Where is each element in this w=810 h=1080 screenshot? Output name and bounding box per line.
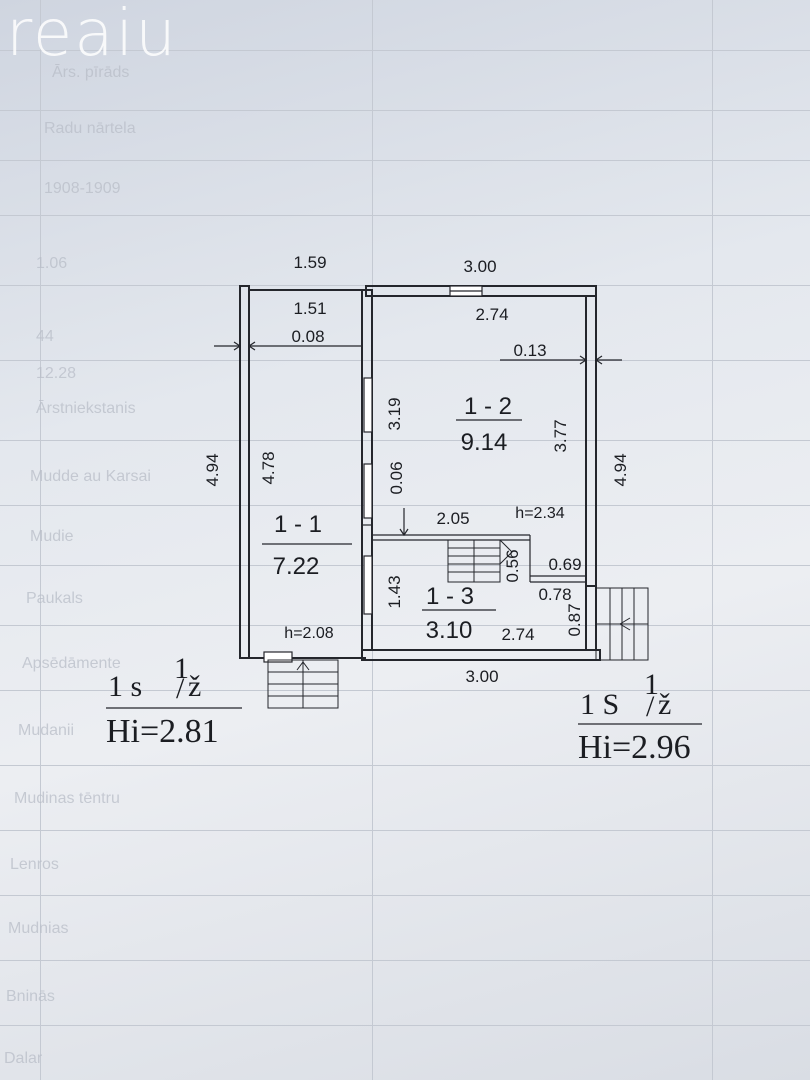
dimension-arrow [247, 341, 256, 351]
dimension-arrow [399, 528, 409, 537]
form-row-label: 1.06 [36, 255, 68, 272]
form-row-label: Ārs. pīrāds [52, 64, 130, 81]
room-1-3-id: 1 - 3 [426, 583, 474, 610]
room-1-1-area: 7.22 [273, 553, 320, 580]
form-row-line [0, 625, 810, 626]
form-row-label: 12.28 [36, 365, 77, 382]
form-row-label: 44 [36, 328, 54, 345]
form-row-line [0, 1025, 810, 1026]
door-opening [363, 463, 373, 519]
dim-step-depth: 0.78 [538, 585, 571, 604]
legend-right-hi: Hi=2.96 [578, 729, 691, 766]
dim-room3-width: 2.74 [501, 625, 534, 644]
bottom-wall [361, 649, 601, 661]
dim-top-left-outer: 1.59 [293, 253, 326, 272]
stair-arrow [296, 661, 310, 671]
left-outer-wall [239, 285, 250, 659]
form-row-label: Dalar [4, 1050, 43, 1067]
form-row-label: Lenros [10, 856, 59, 873]
room-1-3-area: 3.10 [426, 617, 473, 644]
dim-partition-thickness: 0.06 [387, 461, 406, 494]
form-row-label: Paukals [26, 590, 83, 607]
form-row-label: Mudie [30, 528, 74, 545]
dim-right-wall-thickness: 0.13 [513, 341, 546, 360]
right-outer-wall [585, 295, 597, 587]
form-row-label: Bninās [6, 988, 55, 1005]
stair-arrow [619, 617, 631, 631]
form-row-label: Ārstniekstanis [36, 400, 136, 417]
form-row-line [0, 440, 810, 441]
interior-stairs [447, 539, 513, 583]
dim-top-left-inner: 1.51 [293, 299, 326, 318]
form-row-label: Mudanii [18, 722, 75, 739]
room-1-2-area: 9.14 [461, 429, 508, 456]
room-1-1-height: h=2.08 [284, 625, 333, 642]
form-row-label: Mudinas tēntru [14, 790, 120, 807]
legend-left-slash: / [176, 672, 185, 705]
dim-top-right-outer: 3.00 [463, 257, 496, 276]
dimension-arrow [579, 355, 588, 365]
dim-right-outer-height: 4.94 [611, 453, 630, 486]
lower-right-wall [585, 585, 597, 651]
form-row-label: Apsēdāmente [22, 655, 121, 672]
legend-left-fraction-den: ž [188, 670, 201, 703]
legend-right-fraction-den: ž [658, 688, 671, 721]
room-1-1-id: 1 - 1 [274, 511, 322, 538]
dim-left-inner-height: 4.78 [259, 451, 278, 484]
dim-left-outer-height: 4.94 [203, 453, 222, 486]
watermark-logo: reaiu [6, 0, 178, 71]
dimension-arrow [233, 341, 242, 351]
form-column-line [40, 0, 41, 1080]
exterior-stairs-right [595, 587, 649, 661]
form-row-line [0, 765, 810, 766]
form-row-line [0, 895, 810, 896]
form-row-line [0, 565, 810, 566]
room-1-2-id: 1 - 2 [464, 393, 512, 420]
exterior-stairs-bottom [267, 659, 339, 709]
dim-left-wall-thickness: 0.08 [291, 327, 324, 346]
bottom-door [263, 651, 293, 663]
dim-step-height: 0.56 [503, 549, 522, 582]
form-row-line [0, 830, 810, 831]
dimension-arrow [594, 355, 603, 365]
legend-left-fraction-num: 1 [174, 652, 189, 685]
dimension-markers [214, 341, 622, 611]
form-row-line [0, 215, 810, 216]
dim-stair-width: 2.05 [436, 509, 469, 528]
form-row-line [0, 690, 810, 691]
dim-recess: 0.87 [565, 603, 584, 636]
legend-left: 1 s 1 / ž Hi=2.81 [106, 652, 242, 750]
form-row-line [0, 110, 810, 111]
form-row-line [0, 50, 810, 51]
legend-right-label: 1 S [580, 688, 619, 721]
legend-right-fraction-num: 1 [644, 668, 659, 701]
form-row-line [0, 960, 810, 961]
dim-partition-lower: 1.43 [385, 575, 404, 608]
legend-left-label: 1 s [108, 670, 142, 703]
dim-top-right-inner: 2.74 [475, 305, 508, 324]
window-marks [263, 285, 483, 663]
form-row-label: Mudde au Karsai [30, 468, 151, 485]
form-row-label: Mudnias [8, 920, 69, 937]
form-row-label: Radu nārtela [44, 120, 136, 137]
legend-right-slash: / [646, 690, 655, 723]
room-1-2-height: h=2.34 [515, 505, 564, 522]
form-column-line [712, 0, 713, 1080]
form-row-line [0, 505, 810, 506]
stair-arrow [499, 539, 513, 565]
door-opening [363, 377, 373, 433]
dim-room2-height: 3.77 [551, 419, 570, 452]
form-row-label: 1908-1909 [44, 180, 121, 197]
form-row-line [0, 160, 810, 161]
legend-left-hi: Hi=2.81 [106, 713, 219, 750]
dim-partition-upper: 3.19 [385, 397, 404, 430]
legend-right: 1 S 1 / ž Hi=2.96 [578, 668, 702, 766]
dim-step-width: 0.69 [548, 555, 581, 574]
dim-bottom-outer: 3.00 [465, 667, 498, 686]
form-row-line [0, 360, 810, 361]
door-opening [363, 555, 373, 615]
